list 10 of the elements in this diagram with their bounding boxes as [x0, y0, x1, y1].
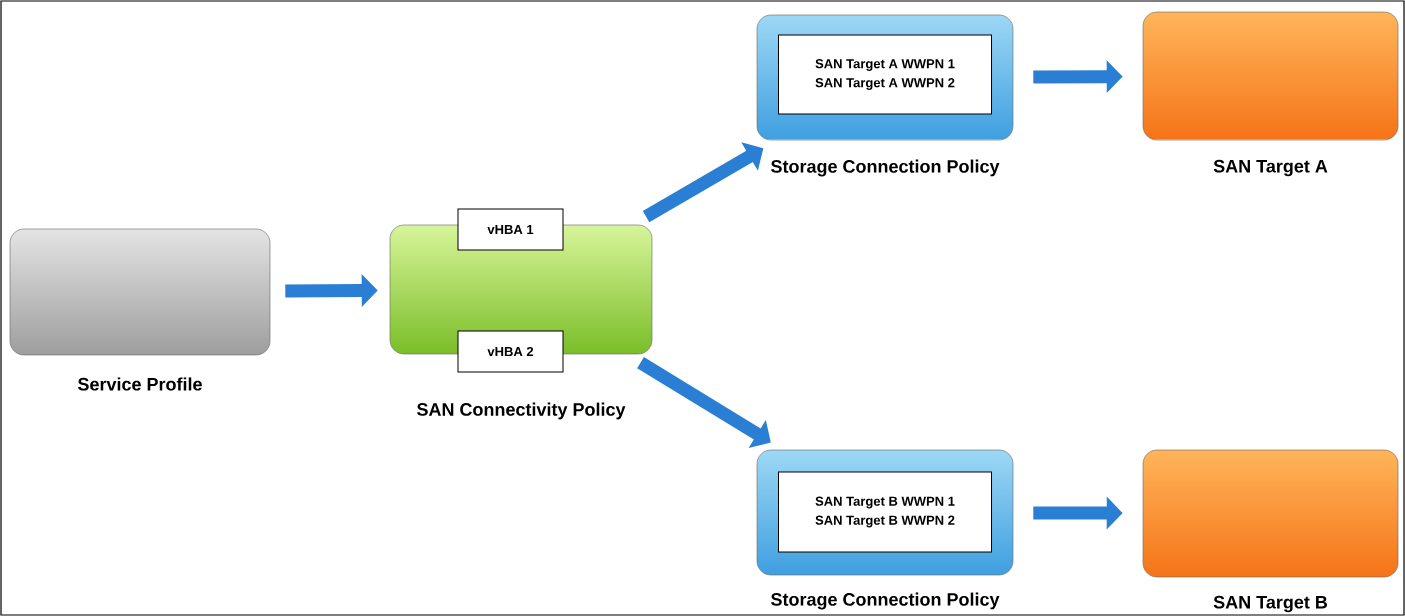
box-label: Storage Connection Policy: [771, 159, 1000, 177]
box-label: SAN Target A: [1213, 159, 1328, 177]
box-label: Service Profile: [78, 377, 202, 391]
text-box: vHBA 1: [457, 208, 564, 251]
box-label: Storage Connection Policy: [771, 592, 1000, 610]
text-box: SAN Target A WWPN 1 SAN Target A WWPN 2: [778, 34, 992, 115]
box-label: SAN Connectivity Policy: [417, 402, 626, 420]
text-box: vHBA 2: [457, 330, 564, 373]
box-label: SAN Target B: [1213, 595, 1327, 613]
text-box: SAN Target B WWPN 1 SAN Target B WWPN 2: [778, 471, 992, 553]
